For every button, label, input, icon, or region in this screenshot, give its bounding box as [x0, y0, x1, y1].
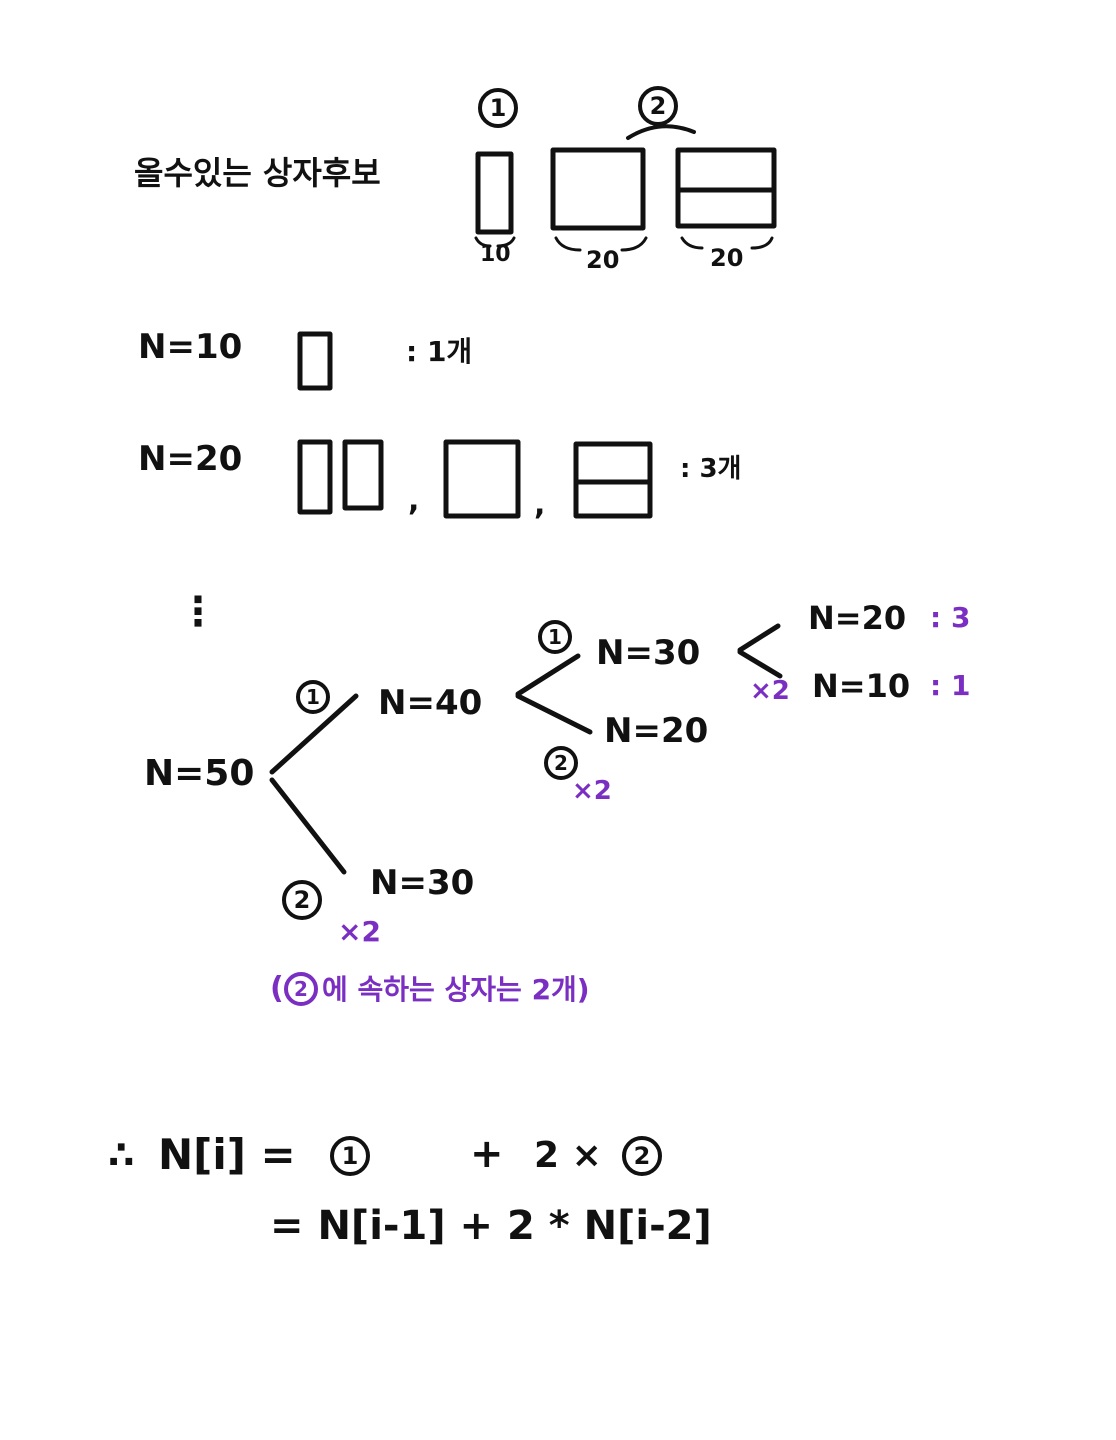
branch-30-to-10	[737, 649, 783, 679]
note-text: 에 속하는 상자는 2개)	[322, 973, 590, 1006]
candidate-box-two-horizontal	[675, 147, 777, 229]
candidate-box-vertical	[475, 151, 514, 235]
group-arc	[626, 124, 696, 140]
n10-label: N=10	[138, 327, 243, 367]
n20-count: : 3개	[680, 454, 742, 484]
bracket-10	[474, 236, 516, 248]
marker-2: 2	[638, 86, 678, 126]
n20-separator-2: ,	[534, 487, 546, 522]
n10-count: : 1개	[406, 335, 473, 368]
multiplier-upper: ×2	[750, 676, 790, 706]
leaf-n20-value: : 3	[930, 601, 971, 634]
tree-leaf-n20: N=20	[808, 599, 907, 637]
branch-50-to-30	[269, 777, 347, 875]
marker-1: 1	[478, 88, 518, 128]
vertical-ellipsis: ⋮	[178, 589, 218, 635]
branch-40-to-20	[515, 693, 593, 735]
width-label-20a: 20	[586, 246, 620, 274]
formula-plus: +	[470, 1131, 504, 1177]
tree-node-n40: N=40	[378, 683, 483, 723]
branch-marker-2: 2	[282, 880, 322, 920]
branch-marker-2-mid: 2	[544, 746, 578, 780]
branch-marker-1: 1	[296, 680, 330, 714]
n10-box	[297, 331, 333, 391]
branch-30-to-20	[737, 623, 781, 653]
formula-marker-2: 2	[622, 1136, 662, 1176]
note-marker-2: 2	[284, 972, 318, 1006]
multiplier-lower: ×2	[338, 915, 381, 948]
note-open-paren: (	[270, 971, 284, 1006]
tree-leaf-n10: N=10	[812, 667, 911, 705]
tree-root-n50: N=50	[144, 753, 255, 794]
n20-separator-1: ,	[408, 483, 420, 518]
candidate-box-two-vertical	[550, 147, 646, 231]
n20-label: N=20	[138, 439, 243, 479]
tree-node-n20-mid: N=20	[604, 711, 709, 751]
therefore-symbol: ∴	[108, 1133, 135, 1177]
formula-line-2: = N[i-1] + 2 * N[i-2]	[270, 1203, 712, 1249]
n20-box-a	[297, 439, 333, 515]
branch-50-to-40	[269, 693, 359, 775]
n20-box-d	[573, 441, 653, 519]
formula-lhs: N[i] =	[158, 1130, 296, 1179]
branch-marker-1-upper: 1	[538, 620, 572, 654]
branch-40-to-30	[515, 653, 581, 697]
multiplier-mid: ×2	[572, 776, 612, 806]
bracket-20b	[680, 236, 774, 250]
n20-box-b	[342, 439, 384, 511]
bracket-20a	[554, 236, 648, 252]
candidates-title: 올수있는 상자후보	[134, 154, 381, 192]
n20-box-c	[443, 439, 521, 519]
width-label-10: 10	[480, 242, 511, 267]
formula-coefficient: 2 ×	[534, 1135, 602, 1176]
leaf-n10-value: : 1	[930, 669, 971, 702]
width-label-20b: 20	[710, 244, 744, 272]
formula-marker-1: 1	[330, 1136, 370, 1176]
tree-node-n30-upper: N=30	[596, 633, 701, 673]
tree-node-n30-lower: N=30	[370, 863, 475, 903]
